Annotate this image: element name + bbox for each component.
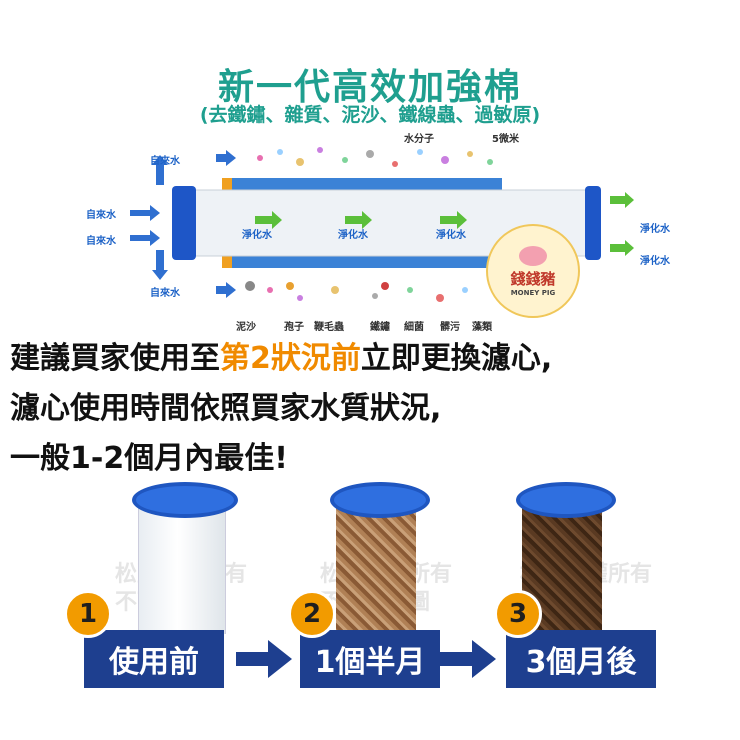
badge-sub: MONEY PIG [510, 288, 556, 297]
tap-water-label-bottom: 自來水 [150, 288, 180, 299]
micron-label: 5微米 [492, 134, 519, 145]
stage-label-3: 3個月後 [506, 630, 656, 688]
arrow-right-icon [440, 640, 496, 678]
stage-number-1: 1 [64, 590, 112, 638]
filter-diagram [130, 147, 634, 302]
note-line-2: 濾心使用時間依照買家水質狀況, [10, 391, 442, 426]
filter-dirty-cap [516, 482, 616, 518]
tap-water-label-top: 自來水 [150, 156, 180, 167]
impurity-dots [257, 147, 493, 302]
note-line-1-pre: 建議買家使用至 [10, 341, 220, 376]
arrow-right-icon [236, 640, 292, 678]
tap-water-label-2: 自來水 [86, 236, 116, 247]
purified-water-out-1: 淨化水 [640, 224, 670, 235]
impurity-label: 髒污 [440, 322, 460, 333]
diagram-title: 新一代高效加強棉 [217, 67, 522, 108]
impurity-label: 鞭毛蟲 [314, 322, 344, 333]
impurity-label: 泥沙 [236, 322, 256, 333]
note-line-1: 建議買家使用至第2狀況前立即更換濾心, [10, 344, 552, 374]
stage-label-1: 使用前 [84, 630, 224, 688]
filter-mid-cap [330, 482, 430, 518]
impurity-label: 藻類 [472, 322, 492, 333]
impurity-label: 細菌 [404, 322, 424, 333]
diagram-subtitle: (去鐵鏽、雜質、泥沙、鐵線蟲、過敏原) [199, 104, 541, 126]
note-line-3: 一般1-2個月內最佳! [10, 441, 288, 476]
pig-icon [519, 245, 547, 266]
impurity-label: 孢子 [284, 322, 304, 333]
purified-water-inner-3: 淨化水 [436, 230, 466, 241]
badge-name: 錢錢豬 [510, 269, 556, 288]
stage-label-2: 1個半月 [300, 630, 440, 688]
note-line-1-post: 立即更換濾心, [360, 341, 553, 376]
stage-number-2: 2 [288, 590, 336, 638]
impurity-label: 鐵鏽 [370, 322, 390, 333]
tap-water-label-1: 自來水 [86, 210, 116, 221]
purified-water-inner-1: 淨化水 [242, 230, 272, 241]
filter-clean-cap [132, 482, 238, 518]
money-pig-badge: 錢錢豬 MONEY PIG [486, 224, 580, 318]
water-molecule-label: 水分子 [404, 134, 434, 145]
stage-number-3: 3 [494, 590, 542, 638]
purified-water-out-2: 淨化水 [640, 256, 670, 267]
purified-water-inner-2: 淨化水 [338, 230, 368, 241]
note-line-1-highlight: 第2狀況前 [220, 341, 361, 376]
